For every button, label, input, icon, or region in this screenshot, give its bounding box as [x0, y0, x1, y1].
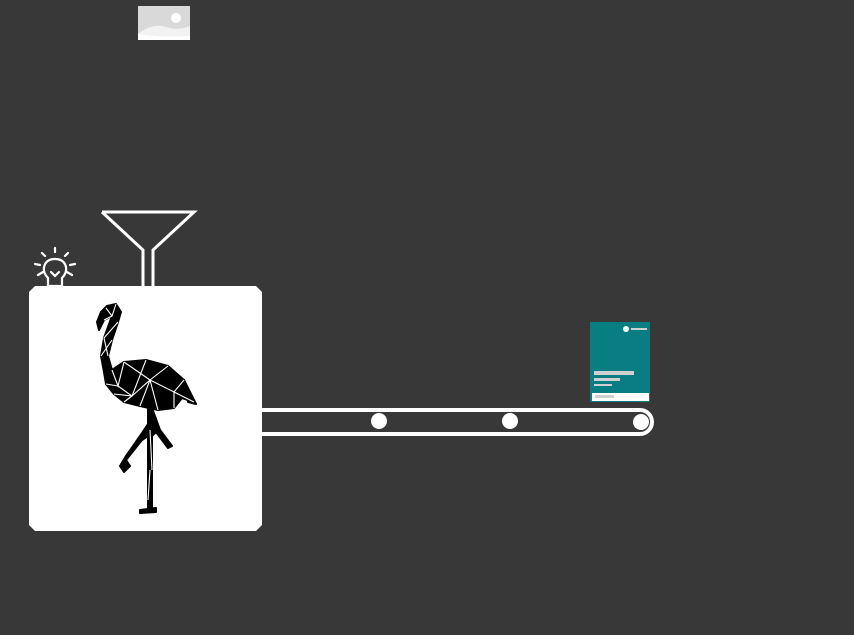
machine-box — [29, 286, 262, 531]
funnel-icon — [100, 210, 198, 287]
conveyor-belt — [262, 408, 654, 436]
lightbulb-icon — [33, 246, 77, 288]
document-card-icon — [590, 322, 650, 402]
flamingo-icon — [96, 303, 197, 514]
image-placeholder-icon — [138, 6, 190, 40]
flamingo-facets — [100, 303, 195, 501]
conveyor-roller — [502, 413, 518, 429]
conveyor-roller — [633, 414, 649, 430]
conveyor-roller — [371, 413, 387, 429]
conveyor-rollers — [371, 413, 649, 430]
